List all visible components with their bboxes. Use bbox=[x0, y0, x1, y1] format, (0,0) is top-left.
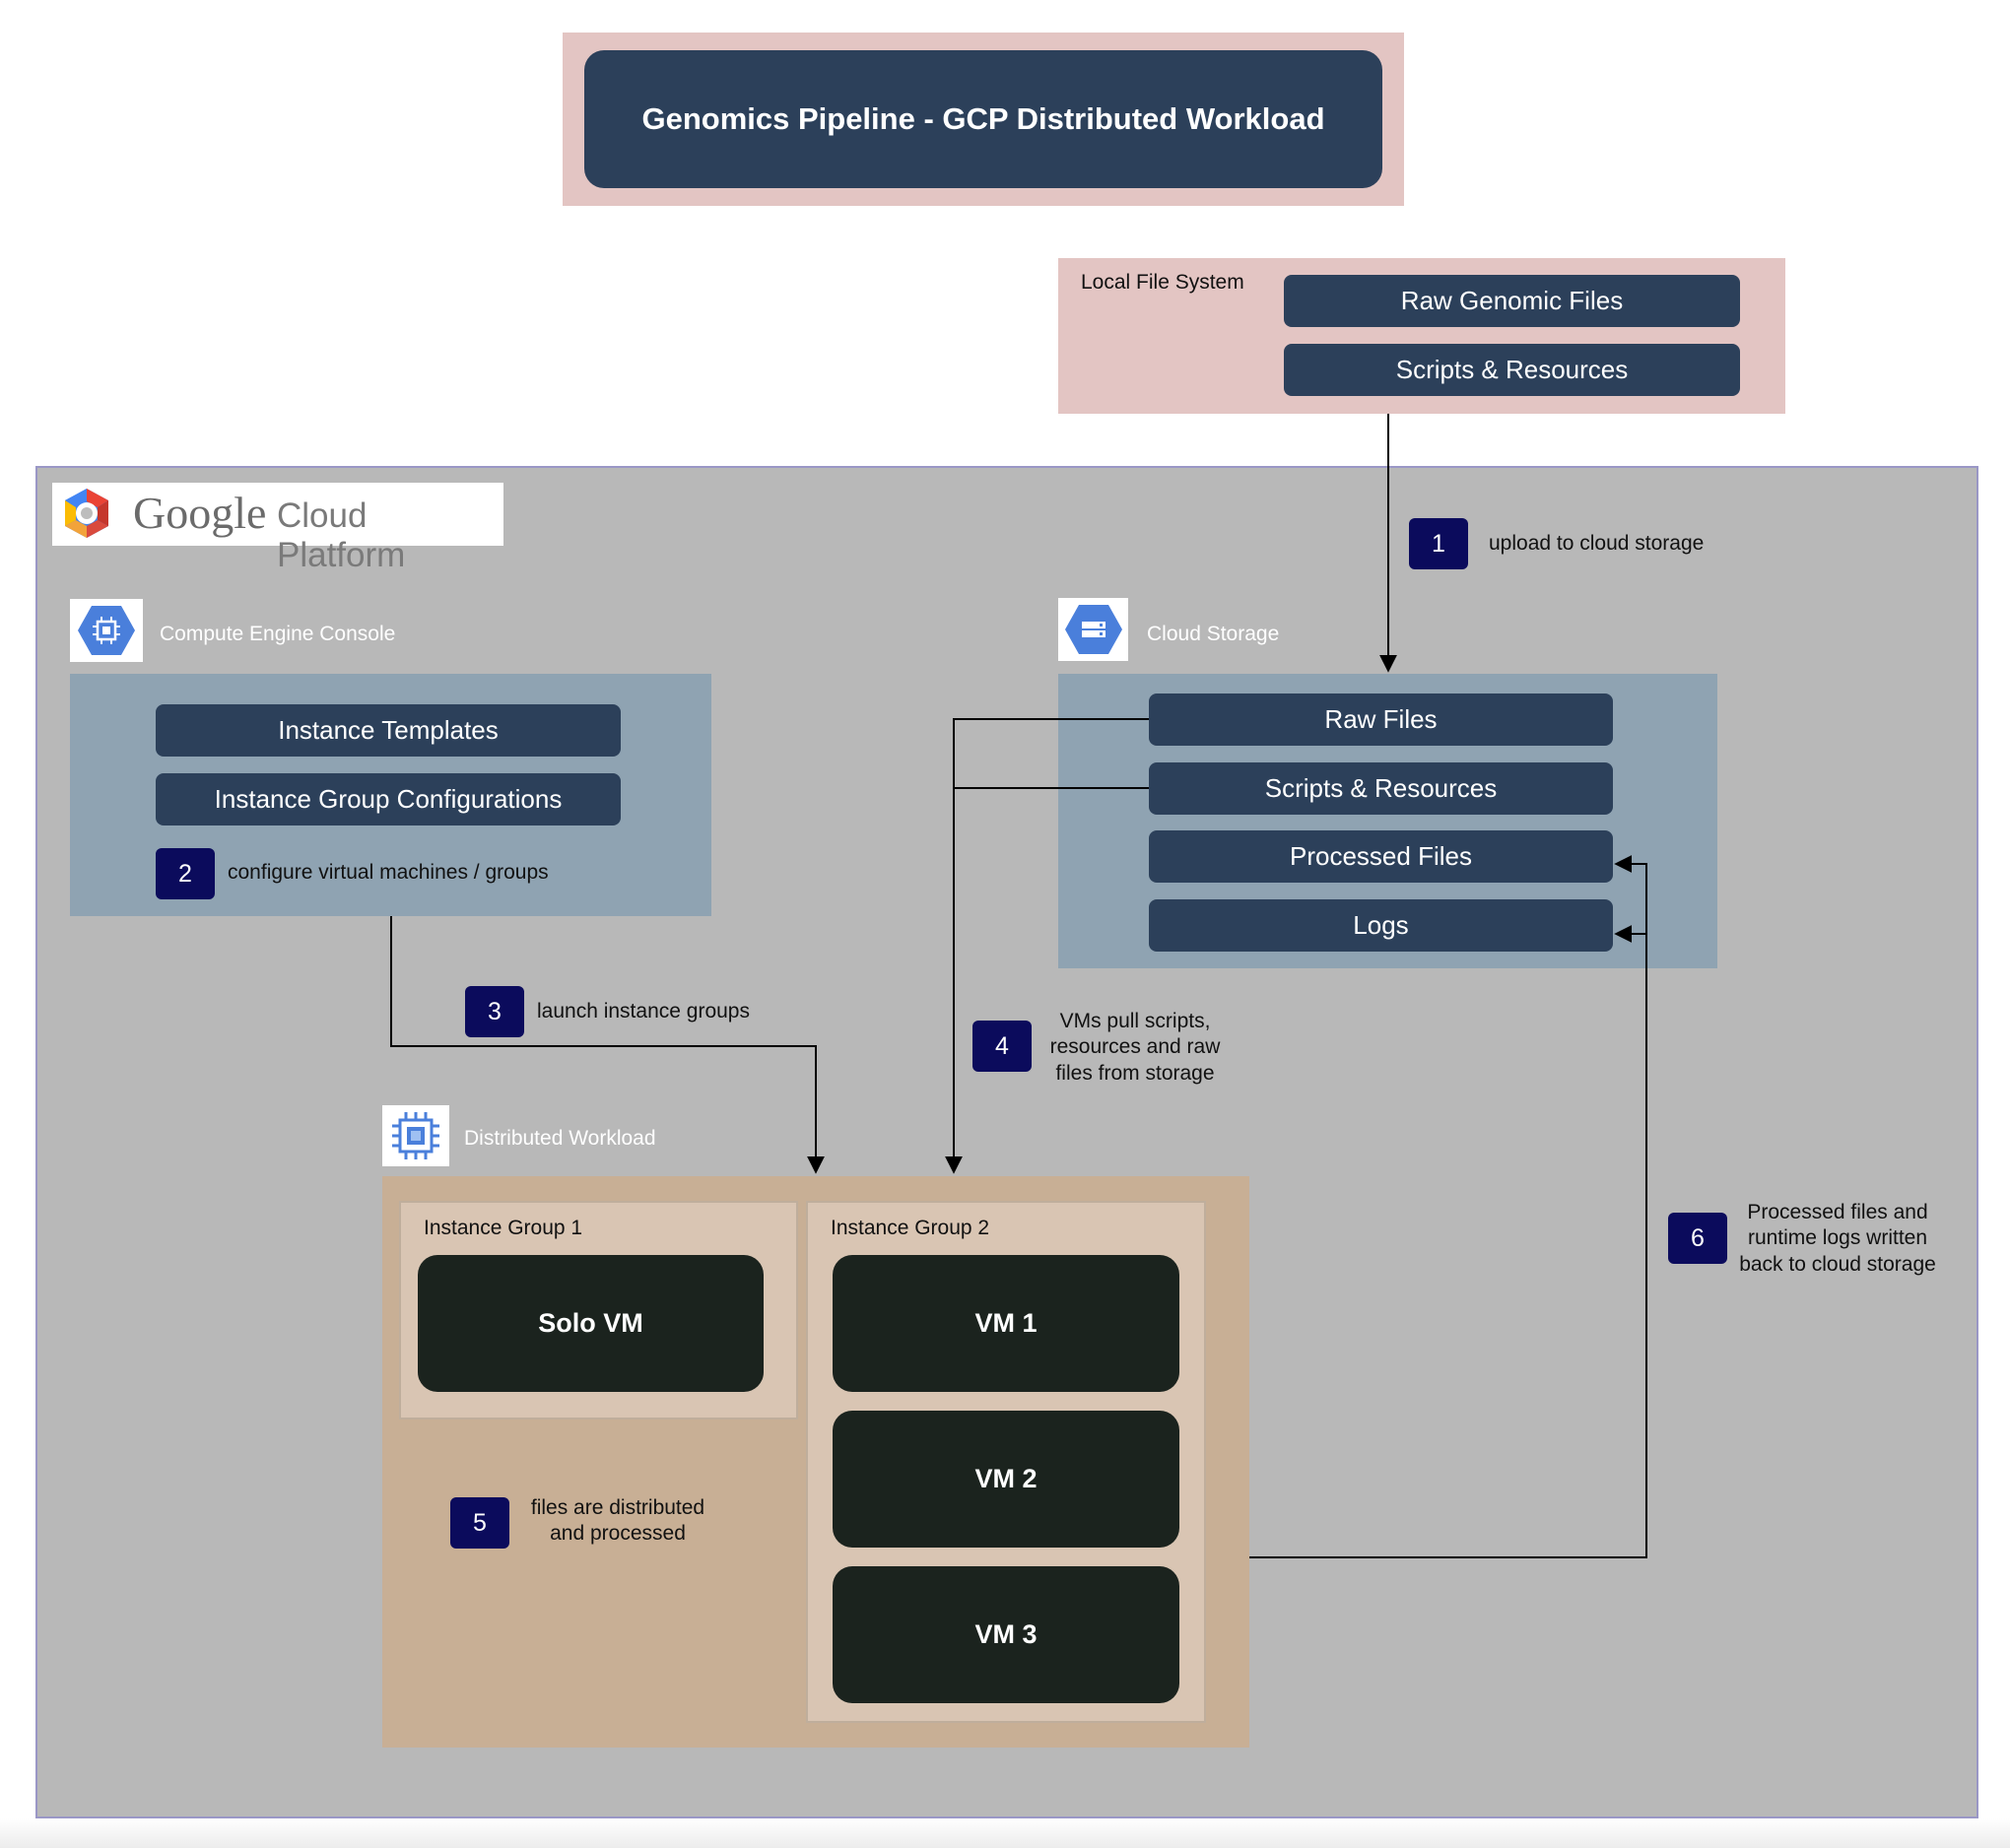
storage-scripts-resources: Scripts & Resources bbox=[1149, 762, 1613, 815]
raw-genomic-files: Raw Genomic Files bbox=[1284, 275, 1740, 327]
local-file-system-label: Local File System bbox=[1081, 271, 1244, 294]
step-1-badge: 1 bbox=[1409, 518, 1468, 569]
step-4-note: VMs pull scripts, resources and raw file… bbox=[1049, 1010, 1221, 1085]
cpu-chip-icon bbox=[392, 1112, 439, 1159]
distributed-workload-icon-box bbox=[382, 1105, 449, 1166]
gcp-logo: Google Cloud Platform bbox=[52, 483, 503, 574]
instance-templates: Instance Templates bbox=[156, 704, 621, 757]
cloud-storage-icon-box bbox=[1058, 598, 1128, 661]
diagram-title: Genomics Pipeline - GCP Distributed Work… bbox=[584, 50, 1382, 188]
instance-group-configurations: Instance Group Configurations bbox=[156, 773, 621, 825]
compute-engine-icon bbox=[78, 606, 135, 655]
gcp-logo-cloud-platform: Cloud Platform bbox=[277, 496, 406, 574]
step-5-badge: 5 bbox=[450, 1497, 509, 1549]
compute-engine-label: Compute Engine Console bbox=[160, 623, 396, 645]
gcp-hexagon-icon bbox=[65, 489, 108, 538]
gcp-logo-google: Google bbox=[133, 488, 267, 538]
step-6-badge: 6 bbox=[1668, 1213, 1727, 1264]
step-6-note: Processed files and runtime logs written… bbox=[1739, 1201, 1936, 1276]
vm-2: VM 2 bbox=[833, 1411, 1179, 1548]
connector-pull-raw bbox=[945, 718, 1149, 1174]
local-scripts-resources: Scripts & Resources bbox=[1284, 344, 1740, 396]
step-2-badge: 2 bbox=[156, 848, 215, 899]
storage-logs: Logs bbox=[1149, 899, 1613, 952]
connector-writeback bbox=[1249, 855, 1647, 1558]
storage-processed-files: Processed Files bbox=[1149, 830, 1613, 883]
step-1-note: upload to cloud storage bbox=[1489, 532, 1705, 555]
vm-1: VM 1 bbox=[833, 1255, 1179, 1392]
connector-launch bbox=[390, 916, 825, 1174]
solo-vm: Solo VM bbox=[418, 1255, 764, 1392]
storage-raw-files: Raw Files bbox=[1149, 693, 1613, 746]
step-3-note: launch instance groups bbox=[537, 1000, 750, 1023]
compute-engine-icon-box bbox=[70, 599, 143, 662]
step-4-badge: 4 bbox=[972, 1021, 1032, 1072]
instance-group-1-label: Instance Group 1 bbox=[424, 1217, 583, 1239]
distributed-workload-label: Distributed Workload bbox=[464, 1127, 656, 1150]
step-3-badge: 3 bbox=[465, 986, 524, 1037]
vm-3: VM 3 bbox=[833, 1566, 1179, 1703]
step-2-note: configure virtual machines / groups bbox=[228, 861, 549, 884]
step-5-note: files are distributed and processed bbox=[530, 1496, 705, 1546]
cloud-storage-label: Cloud Storage bbox=[1147, 623, 1280, 645]
bottom-shade bbox=[0, 1818, 2010, 1848]
cloud-storage-icon bbox=[1064, 605, 1122, 654]
instance-group-2-label: Instance Group 2 bbox=[831, 1217, 990, 1239]
